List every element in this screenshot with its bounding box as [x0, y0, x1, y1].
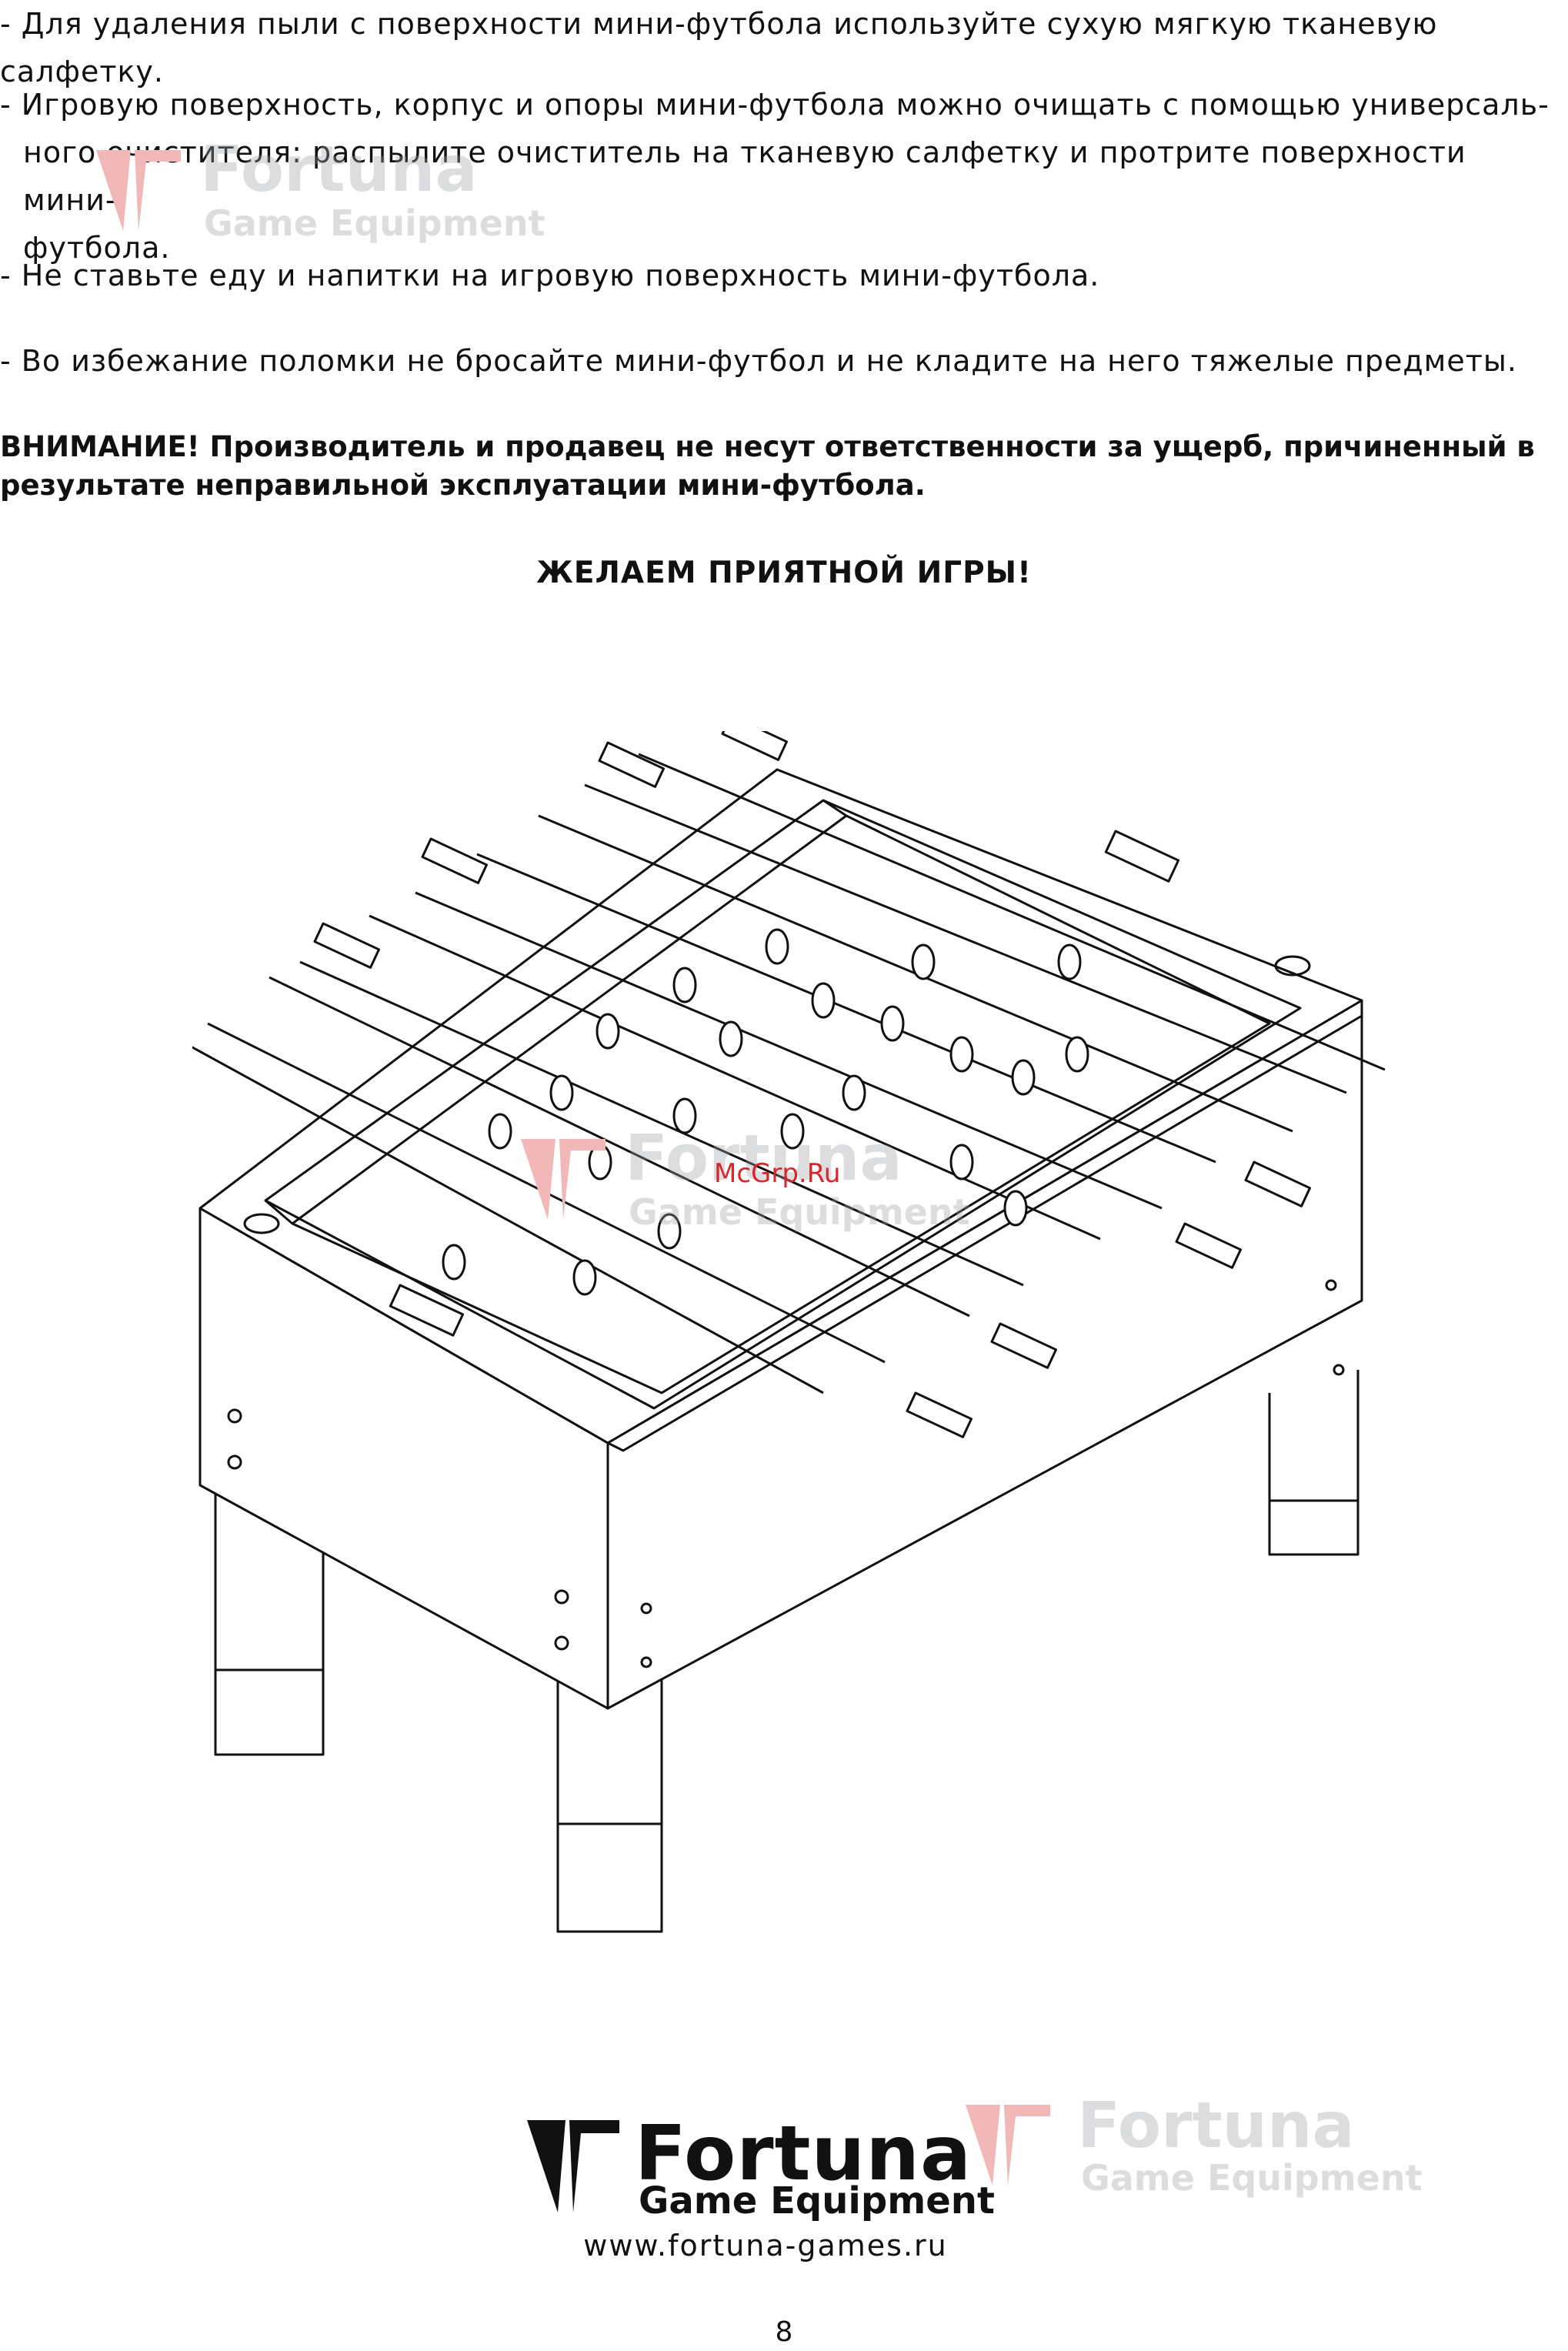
watermark-emblem-icon	[96, 150, 181, 231]
instruction-line: - Во избежание поломки не бросайте мини-…	[0, 344, 1517, 378]
watermark-emblem-icon	[521, 1139, 606, 1220]
instruction-line: ного очистителя: распылите очиститель на…	[23, 135, 1466, 217]
site-watermark: McGrp.Ru	[714, 1158, 841, 1189]
foosball-table-illustration	[192, 731, 1386, 1933]
instruction-line: футбола.	[23, 231, 171, 265]
watermark-emblem-icon	[966, 2105, 1050, 2186]
instruction-dust: - Для удаления пыли с поверхности мини-ф…	[0, 0, 1565, 95]
instruction-damage: - Во избежание поломки не бросайте мини-…	[0, 337, 1565, 385]
watermark-sub: Game Equipment	[629, 1191, 970, 1233]
watermark-brand: Fortuna	[1077, 2089, 1355, 2162]
watermark-brand: Fortuna	[625, 1122, 902, 1195]
instruction-line: - Игровую поверхность, корпус и опоры ми…	[0, 88, 1550, 122]
warning-text: ВНИМАНИЕ! Производитель и продавец не не…	[0, 428, 1565, 505]
footer-logo: Fortuna Game Equipment	[523, 2110, 1046, 2222]
watermark-logo-footer: Fortuna Game Equipment	[962, 2089, 1423, 2199]
warning-line-2: результате неправильной эксплуатации мин…	[0, 469, 926, 502]
warning-line-1: ВНИМАНИЕ! Производитель и продавец не не…	[0, 430, 1535, 463]
footer-sub: Game Equipment	[639, 2179, 995, 2222]
closing-message: ЖЕЛАЕМ ПРИЯТНОЙ ИГРЫ!	[536, 556, 1032, 590]
footer-brand: Fortuna	[635, 2110, 972, 2198]
watermark-logo-top: Fortuna Game Equipment	[92, 133, 545, 244]
instruction-cleaner: - Игровую поверхность, корпус и опоры ми…	[0, 81, 1565, 272]
page-number: 8	[775, 2316, 793, 2348]
watermark-sub: Game Equipment	[1081, 2157, 1423, 2199]
watermark-brand: Fortuna	[200, 133, 478, 206]
fortuna-emblem-icon	[527, 2120, 619, 2212]
website-link[interactable]: www.fortuna-games.ru	[583, 2229, 948, 2263]
watermark-logo-center: Fortuna Game Equipment	[517, 1122, 970, 1233]
instruction-food: - Не ставьте еду и напитки на игровую по…	[0, 252, 1565, 299]
instruction-line: - Для удаления пыли с поверхности мини-ф…	[0, 7, 1438, 88]
watermark-sub: Game Equipment	[204, 202, 545, 244]
instruction-line: - Не ставьте еду и напитки на игровую по…	[0, 259, 1100, 292]
